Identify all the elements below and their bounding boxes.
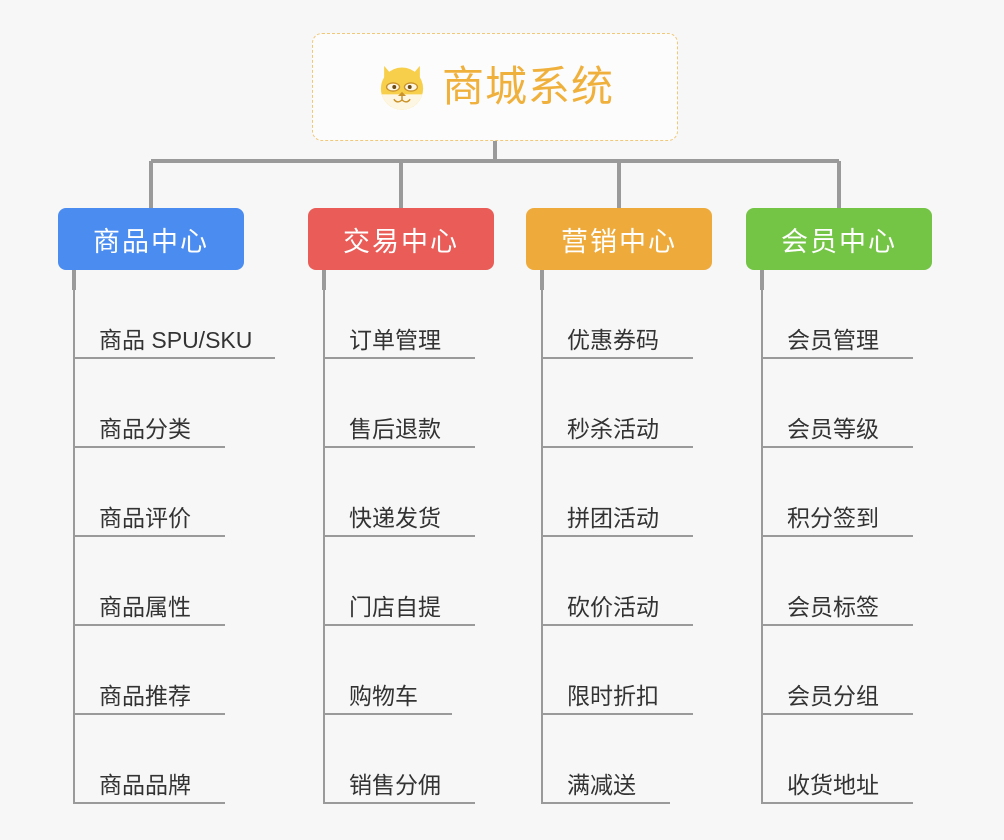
leaf-label: 满减送 [567,771,636,798]
leaf-label: 会员等级 [787,415,879,442]
shiba-dog-face-icon [380,65,424,110]
leaf-item[interactable]: 售后退款 [323,359,508,448]
leaf-list: 订单管理售后退款快递发货门店自提购物车销售分佣 [308,270,508,804]
leaf-underline [541,802,670,804]
leaf-item[interactable]: 积分签到 [761,448,946,537]
leaf-label: 限时折扣 [567,682,659,709]
leaf-underline [323,357,475,359]
leaf-underline [73,802,225,804]
leaf-label: 商品 SPU/SKU [99,326,253,353]
leaf-label: 销售分佣 [349,771,441,798]
leaf-item[interactable]: 砍价活动 [541,537,726,626]
leaf-label: 门店自提 [349,593,441,620]
leaf-item[interactable]: 商品分类 [73,359,272,448]
branch-header-3[interactable]: 会员中心 [746,208,932,270]
leaf-list: 商品 SPU/SKU 商品分类商品评价商品属性商品推荐商品品牌 [58,270,275,804]
leaf-item[interactable]: 商品评价 [73,448,272,537]
branch-column: 商品中心商品 SPU/SKU 商品分类商品评价商品属性商品推荐商品品牌 [58,208,275,804]
leaf-label: 会员标签 [787,593,879,620]
leaf-label: 商品分类 [99,415,191,442]
leaf-label: 收货地址 [787,771,879,798]
leaf-item[interactable]: 订单管理 [323,270,508,359]
leaf-label: 秒杀活动 [567,415,659,442]
leaf-item[interactable]: 商品 SPU/SKU [73,270,275,359]
leaf-list: 会员管理会员等级积分签到会员标签会员分组收货地址 [746,270,946,804]
leaf-underline [761,446,913,448]
leaf-underline [323,802,475,804]
leaf-label: 积分签到 [787,504,879,531]
leaf-label: 商品品牌 [99,771,191,798]
branch-header-2[interactable]: 营销中心 [526,208,712,270]
leaf-item[interactable]: 购物车 [323,626,508,715]
leaf-underline [761,713,913,715]
root-title: 商城系统 [441,63,614,110]
leaf-item[interactable]: 拼团活动 [541,448,726,537]
leaf-item[interactable]: 会员分组 [761,626,946,715]
leaf-item[interactable]: 会员标签 [761,537,946,626]
leaf-underline [73,446,225,448]
branch-column: 会员中心会员管理会员等级积分签到会员标签会员分组收货地址 [746,208,946,804]
leaf-label: 购物车 [349,682,418,709]
leaf-spine-line [761,270,763,804]
leaf-underline [73,624,225,626]
root-node[interactable]: 商城系统 [312,33,678,141]
branch-header-0[interactable]: 商品中心 [58,208,244,270]
leaf-item[interactable]: 秒杀活动 [541,359,726,448]
leaf-label: 砍价活动 [567,593,659,620]
leaf-item[interactable]: 会员管理 [761,270,946,359]
leaf-underline [541,357,693,359]
leaf-item[interactable]: 商品属性 [73,537,272,626]
leaf-underline [541,713,693,715]
leaf-underline [73,713,225,715]
leaf-item[interactable]: 门店自提 [323,537,508,626]
leaf-underline [761,802,913,804]
leaf-label: 快递发货 [349,504,441,531]
leaf-item[interactable]: 限时折扣 [541,626,726,715]
branch-header-1[interactable]: 交易中心 [308,208,494,270]
leaf-spine-line [323,270,325,804]
leaf-item[interactable]: 快递发货 [323,448,508,537]
leaf-item[interactable]: 优惠券码 [541,270,726,359]
leaf-underline [323,713,452,715]
leaf-underline [541,624,693,626]
leaf-underline [323,446,475,448]
leaf-label: 优惠券码 [567,326,659,353]
leaf-underline [73,357,275,359]
leaf-underline [761,624,913,626]
leaf-underline [761,357,913,359]
leaf-label: 商品推荐 [99,682,191,709]
leaf-item[interactable]: 收货地址 [761,715,946,804]
leaf-item[interactable]: 满减送 [541,715,726,804]
leaf-item[interactable]: 商品品牌 [73,715,272,804]
leaf-underline [323,624,475,626]
leaf-underline [541,535,693,537]
leaf-spine-line [73,270,75,804]
branch-column: 营销中心优惠券码秒杀活动拼团活动砍价活动限时折扣满减送 [526,208,726,804]
leaf-label: 订单管理 [349,326,441,353]
leaf-item[interactable]: 商品推荐 [73,626,272,715]
leaf-label: 商品评价 [99,504,191,531]
leaf-underline [541,446,693,448]
leaf-underline [323,535,475,537]
leaf-underline [73,535,225,537]
leaf-spine-line [541,270,543,804]
branch-column: 交易中心订单管理售后退款快递发货门店自提购物车销售分佣 [308,208,508,804]
leaf-label: 拼团活动 [567,504,659,531]
leaf-label: 售后退款 [349,415,441,442]
leaf-label: 会员分组 [787,682,879,709]
leaf-list: 优惠券码秒杀活动拼团活动砍价活动限时折扣满减送 [526,270,726,804]
leaf-label: 会员管理 [787,326,879,353]
leaf-item[interactable]: 会员等级 [761,359,946,448]
leaf-underline [761,535,913,537]
leaf-label: 商品属性 [99,593,191,620]
leaf-item[interactable]: 销售分佣 [323,715,508,804]
